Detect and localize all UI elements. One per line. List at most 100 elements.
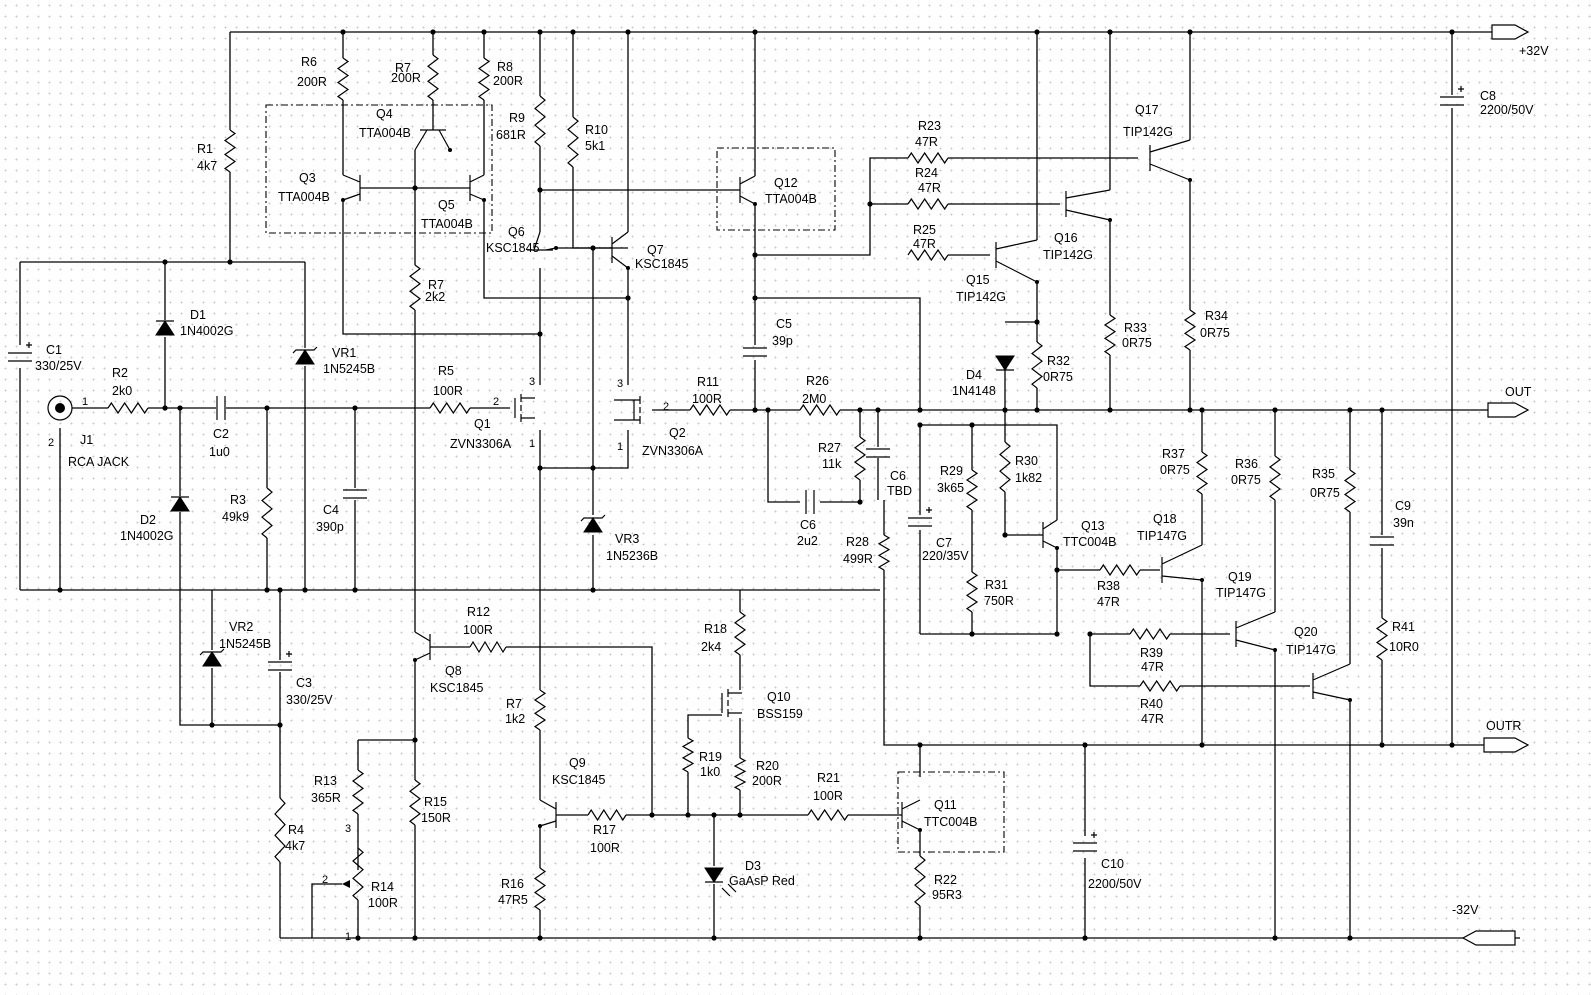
q11-value: TTC004B	[924, 815, 978, 829]
r14-pin2: 2	[322, 874, 328, 886]
junction-dot	[277, 587, 283, 593]
r22-resistor	[914, 855, 926, 907]
r39-value: 47R	[1141, 660, 1164, 674]
r38-ref: R38	[1097, 579, 1120, 593]
component-symbols	[8, 54, 1464, 911]
c8-value: 2200/50V	[1480, 103, 1534, 117]
junction-dot	[1034, 319, 1040, 325]
r16-resistor	[533, 867, 547, 911]
r2-value: 2k0	[112, 384, 132, 398]
d1-diode	[155, 320, 175, 336]
r3-value: 49k9	[222, 510, 249, 524]
r16-value: 47R5	[498, 893, 528, 907]
junction-dot	[355, 935, 361, 941]
q12-transistor-emitter-mark	[753, 202, 757, 206]
c6b-capacitor	[805, 490, 815, 514]
c6a-ref: C6	[890, 469, 906, 483]
q13-value: TTC004B	[1063, 535, 1117, 549]
r1-resistor	[223, 129, 237, 173]
r26-value: 2M0	[802, 392, 826, 406]
junction-dot	[430, 29, 436, 35]
r4-ref: R4	[288, 823, 304, 837]
q2-pin3: 3	[617, 378, 623, 390]
wires	[19, 31, 1520, 939]
q2-pin2: 2	[663, 401, 669, 413]
junction-dot	[1379, 742, 1385, 748]
r29-resistor	[965, 469, 979, 511]
junction-dots	[57, 29, 1455, 941]
r37-ref: R37	[1162, 447, 1185, 461]
junction-dot	[875, 407, 881, 413]
r14-pin3: 3	[345, 823, 351, 835]
r41-resistor	[1375, 617, 1389, 661]
q1-pin2: 2	[493, 396, 499, 408]
q13-transistor-emitter-mark	[1055, 546, 1059, 550]
q6-ref: Q6	[508, 225, 525, 239]
junction-dot	[737, 812, 743, 818]
r37-value: 0R75	[1160, 463, 1190, 477]
d1-value: 1N4002G	[180, 324, 234, 338]
r28-ref: R28	[846, 535, 869, 549]
r21-value: 100R	[813, 789, 843, 803]
r23-value: 47R	[915, 135, 938, 149]
junction-dot	[1272, 407, 1278, 413]
r30-ref: R30	[1015, 454, 1038, 468]
d4-diode	[995, 355, 1015, 371]
r39-resistor	[1129, 627, 1171, 641]
r25-value: 47R	[913, 237, 936, 251]
r18-resistor	[733, 611, 747, 656]
r20-ref: R20	[756, 759, 779, 773]
q19-ref: Q19	[1228, 570, 1252, 584]
junction-dot	[537, 465, 543, 471]
c2-value: 1u0	[209, 445, 230, 459]
q11-transistor-emitter-mark	[918, 828, 922, 832]
junction-dot	[625, 295, 631, 301]
component-labels: J1 RCA JACK R1 4k7 R2 2k0 R3 49k9 R4 4k7…	[35, 55, 1534, 910]
q9-ref: Q9	[569, 756, 586, 770]
c4-ref: C4	[323, 503, 339, 517]
r20-value: 200R	[752, 774, 782, 788]
r29-value: 3k65	[937, 481, 964, 495]
q8-value: KSC1845	[430, 681, 484, 695]
c4-capacitor	[343, 489, 367, 499]
r2-resistor	[107, 401, 149, 415]
q15-value: TIP142G	[956, 290, 1006, 304]
junction-dot	[969, 631, 975, 637]
r21-ref: R21	[817, 771, 840, 785]
junction-dot	[1272, 935, 1278, 941]
c3-ref: C3	[296, 676, 312, 690]
q15-ref: Q15	[966, 273, 990, 287]
q4-transistor-legs	[414, 129, 451, 151]
junction-dot	[162, 259, 168, 265]
r11-ref: R11	[697, 375, 719, 389]
junction-dot	[857, 407, 863, 413]
c10-capacitor	[1073, 842, 1097, 852]
junction-dot	[352, 405, 358, 411]
c2-ref: C2	[213, 427, 229, 441]
r11-value: 100R	[692, 392, 722, 406]
q10-mosfet	[721, 689, 729, 717]
q20-ref: Q20	[1294, 625, 1318, 639]
c7-ref: C7	[936, 536, 952, 550]
r6-ref: R6	[301, 55, 317, 69]
junction-dot	[590, 245, 596, 251]
r25-ref: R25	[913, 223, 936, 237]
j1-pin1: 1	[82, 396, 88, 408]
q2-pin1: 1	[617, 441, 623, 453]
q17-transistor-legs	[1149, 139, 1191, 181]
r10-value: 5k1	[585, 139, 605, 153]
junction-dot	[1054, 631, 1060, 637]
q5-ref: Q5	[438, 198, 455, 212]
junction-dot	[1002, 532, 1008, 538]
r35-resistor	[1343, 469, 1357, 513]
r6-value: 200R	[297, 75, 327, 89]
r34-ref: R34	[1205, 309, 1228, 323]
q17-transistor-emitter-mark	[1188, 178, 1192, 182]
pin-labels: 1 2 2 3 1 2 3 1 2 3 1	[48, 376, 669, 943]
q13-ref: Q13	[1081, 519, 1105, 533]
junction-dot	[711, 812, 717, 818]
c1-capacitor-plus	[26, 342, 32, 348]
r8-value: 200R	[493, 74, 523, 88]
outr-port	[1483, 737, 1530, 753]
q20-value: TIP147G	[1286, 643, 1336, 657]
